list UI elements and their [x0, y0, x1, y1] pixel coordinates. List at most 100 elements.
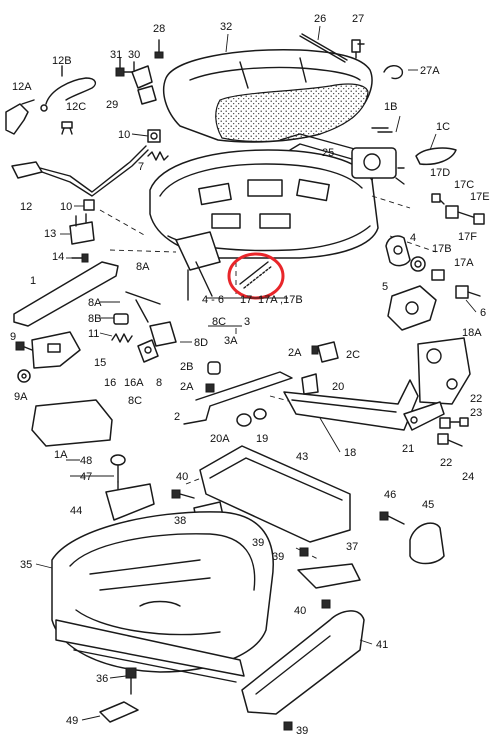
label-20A: 20A [210, 433, 230, 445]
label-45: 45 [422, 499, 434, 511]
screw-19 [253, 408, 267, 420]
seat-cushion-32 [162, 49, 373, 143]
label-15: 15 [94, 357, 106, 369]
bolt-36 [125, 667, 137, 695]
knob-45 [409, 522, 445, 565]
bracket-2C [317, 341, 339, 363]
spring-clip-27A [383, 65, 404, 80]
label-19: 19 [256, 433, 268, 445]
label-17C: 17C [454, 179, 474, 191]
rail-cover-1 [13, 261, 119, 327]
label-8A-left: 8A [88, 297, 102, 309]
spring-11 [111, 333, 133, 343]
rails-bottom [55, 619, 245, 683]
label-12A: 12A [12, 81, 32, 93]
label-8: 8 [156, 377, 162, 389]
bolt-40-bottom [321, 599, 331, 609]
label-8A-top: 8A [136, 261, 150, 273]
label-16: 16 [104, 377, 116, 389]
bracket-37 [297, 563, 361, 589]
label-16A: 16A [124, 377, 144, 389]
label-25: 25 [322, 147, 334, 159]
label-6: 6 [480, 307, 486, 319]
label-1B: 1B [384, 101, 397, 113]
cap-2B [207, 361, 221, 375]
label-10-top: 10 [118, 129, 130, 141]
label-38: 38 [174, 515, 186, 527]
label-8B: 8B [88, 313, 101, 325]
bracket-18A [417, 337, 471, 405]
pin-8B [113, 313, 129, 325]
label-31: 31 [110, 49, 122, 61]
label-17D: 17D [430, 167, 450, 179]
nut-9A [17, 369, 31, 383]
label-2A-left: 2A [180, 381, 194, 393]
clip-2A-right [311, 345, 319, 355]
label-37: 37 [346, 541, 358, 553]
label-48: 48 [80, 455, 92, 467]
label-4-6: 4 - 6 [202, 294, 224, 306]
label-8D: 8D [194, 337, 208, 349]
bolt-2A-left [205, 383, 215, 393]
label-9: 9 [10, 331, 16, 343]
label-40-top: 40 [176, 471, 188, 483]
label-2A-right: 2A [288, 347, 302, 359]
lever-8D [125, 291, 177, 347]
mechanism-1B [351, 127, 405, 185]
label-7: 7 [138, 161, 144, 173]
bolts-22-24 [437, 417, 469, 447]
label-39-b: 39 [272, 551, 284, 563]
label-4: 4 [410, 232, 416, 244]
label-46: 46 [384, 489, 396, 501]
lever-16 [137, 339, 159, 363]
lever-rod-12 [11, 145, 149, 197]
side-rail-18 [283, 379, 419, 431]
label-41: 41 [376, 639, 388, 651]
bolt-6 [455, 285, 481, 299]
clip-20 [301, 373, 319, 395]
nut-17A [431, 269, 445, 281]
track-assembly [175, 231, 221, 301]
screw-46 [379, 511, 405, 525]
cover-1C [415, 147, 457, 166]
label-3: 3 [244, 316, 250, 328]
label-47: 47 [80, 471, 92, 483]
label-12B: 12B [52, 55, 72, 67]
knob-17B [410, 256, 426, 272]
label-26: 26 [314, 13, 326, 25]
label-17E: 17E [470, 191, 490, 203]
label-1C: 1C [436, 121, 450, 133]
label-17B: 17B [432, 243, 452, 255]
label-21: 21 [402, 443, 414, 455]
clip-27 [351, 39, 365, 59]
label-1A: 1A [54, 449, 68, 461]
label-40-bottom: 40 [294, 605, 306, 617]
label-2C: 2C [346, 349, 360, 361]
bracket-44 [105, 483, 155, 521]
label-17A-17B: 17A ,17B [258, 294, 303, 306]
label-leaders [35, 25, 477, 731]
cap-48 [110, 454, 126, 483]
label-20: 20 [332, 381, 344, 393]
label-27: 27 [352, 13, 364, 25]
label-2: 2 [174, 411, 180, 423]
rod-2 [183, 371, 293, 425]
cable-12B [40, 65, 97, 112]
bolt-40-top [171, 489, 195, 499]
screw-39-b [299, 547, 309, 557]
callout-labels: 28 32 26 27 31 30 12B 12A 12C 29 27A 1B … [10, 13, 490, 737]
plug-20A [236, 413, 252, 427]
nut-17E [473, 213, 485, 225]
label-24: 24 [462, 471, 474, 483]
label-32: 32 [220, 21, 232, 33]
label-36: 36 [96, 673, 108, 685]
bolt-14 [71, 253, 89, 263]
label-12C: 12C [66, 101, 86, 113]
gear-5 [387, 285, 437, 331]
bolt-17C [445, 205, 477, 219]
bolt-17D [431, 193, 445, 205]
bracket-9 [31, 331, 81, 369]
label-35: 35 [20, 559, 32, 571]
label-1: 1 [30, 275, 36, 287]
